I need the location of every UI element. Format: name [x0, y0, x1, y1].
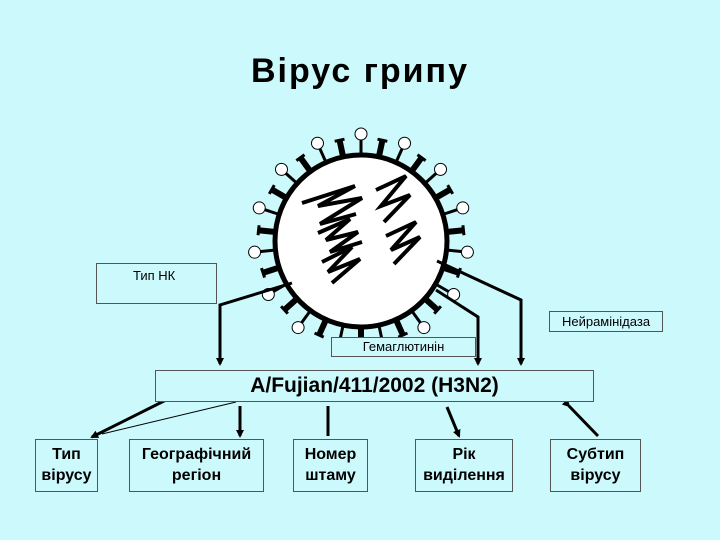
spike-stem — [442, 265, 459, 276]
spike-cap — [446, 184, 454, 195]
spike-stem — [435, 283, 451, 294]
category-region: Географічний регіон — [129, 439, 264, 492]
rna-segment — [385, 220, 422, 266]
spike-stem — [376, 140, 386, 157]
spike-stem — [299, 310, 312, 325]
spike-head — [398, 136, 412, 150]
category-virus-type: Тип вірусу — [35, 439, 98, 492]
category-line: вірусу — [570, 467, 621, 484]
spike-stem — [447, 248, 463, 254]
spike-cap — [256, 225, 261, 236]
spike-cap — [268, 184, 276, 195]
spike-stem — [283, 296, 299, 312]
category-line: виділення — [423, 467, 505, 484]
category-line: регіон — [171, 467, 222, 484]
neuraminidase-arrow — [436, 259, 525, 366]
spike-stem — [336, 140, 346, 157]
category-line: Географічний — [141, 446, 252, 463]
spike-cap — [377, 137, 388, 143]
spike-head — [252, 201, 266, 215]
spike-stem — [271, 187, 288, 201]
spike-head — [354, 127, 368, 141]
spike-stem — [393, 319, 406, 336]
spike-stem — [410, 310, 423, 325]
spike-stem — [259, 227, 275, 235]
spike-head — [310, 136, 324, 150]
spike-head — [434, 162, 448, 176]
category-subtype: Субтип вірусу — [550, 439, 641, 492]
spike-cap — [416, 153, 427, 162]
subtype-arrow — [561, 398, 600, 438]
spike-stem — [263, 265, 280, 276]
spike-head — [291, 321, 305, 335]
spike-stem — [298, 156, 313, 173]
spike-head — [460, 245, 474, 259]
rna-segment — [374, 174, 412, 224]
category-strain-number: Номер штаму — [293, 439, 368, 492]
spike-cap — [461, 225, 466, 236]
spike-stem — [284, 171, 298, 184]
rna-segment — [321, 245, 362, 285]
page-title: Вірус грипу — [250, 52, 469, 90]
spike-stem — [395, 147, 404, 163]
type-thin-line — [101, 401, 237, 435]
spike-head — [456, 201, 470, 215]
nk-arrow — [216, 281, 293, 366]
spike-stem — [259, 248, 275, 254]
type-arrow — [90, 397, 169, 439]
label-nk-type: Тип НК — [96, 263, 217, 304]
spike-head — [417, 321, 431, 335]
spike-cap — [334, 137, 345, 143]
category-line: вірусу — [41, 467, 92, 484]
spike-stem — [318, 147, 327, 163]
spike-cap — [313, 331, 325, 339]
spike-head — [248, 245, 262, 259]
label-hemagglutinin: Гемаглютинін — [331, 337, 476, 357]
spike-stem — [447, 227, 463, 235]
spike-cap — [260, 267, 267, 279]
hemagglutinin-arrow — [435, 288, 482, 366]
category-line: Субтип — [566, 446, 625, 463]
category-line: Тип — [52, 446, 81, 463]
spike-stem — [434, 187, 451, 201]
spike-head — [274, 162, 288, 176]
category-year: Рік виділення — [415, 439, 513, 492]
rna-segment — [317, 217, 363, 254]
spike-stem — [424, 171, 438, 184]
category-line: штаму — [305, 467, 356, 484]
spike-stem — [316, 319, 329, 336]
category-line: Номер — [304, 446, 357, 463]
label-neuraminidase: Нейрамінідаза — [549, 311, 663, 332]
rna-segments — [301, 174, 422, 285]
spike-stem — [263, 208, 279, 216]
spike-cap — [279, 305, 289, 315]
rna-segment — [301, 184, 364, 226]
year-arrow — [445, 406, 461, 438]
spike-cap — [433, 305, 443, 315]
spike-cap — [397, 331, 409, 339]
strain-name: A/Fujian/411/2002 (H3N2) — [155, 370, 594, 402]
spike-cap — [295, 153, 306, 162]
category-line: Рік — [452, 446, 476, 463]
spike-stem — [409, 156, 424, 173]
spike-stem — [443, 208, 459, 216]
spike-stem — [423, 296, 439, 312]
virus-surface-spikes — [248, 127, 474, 353]
